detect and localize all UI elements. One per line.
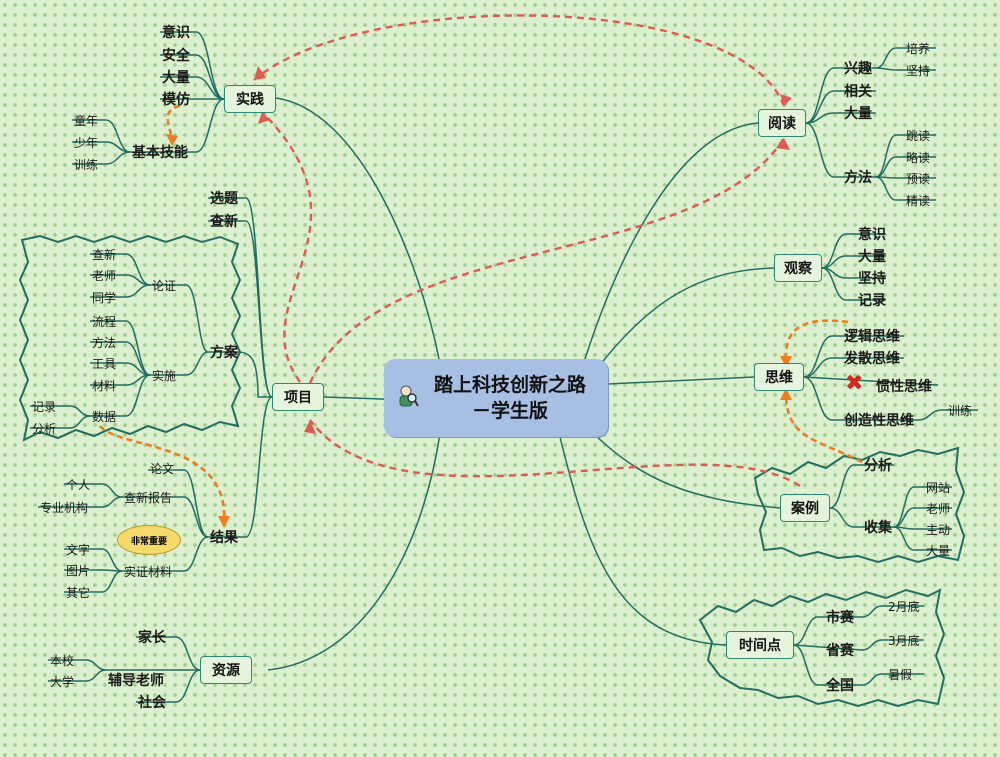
relation-yuedu-shijian (253, 14, 786, 107)
topic-yuedu[interactable]: 阅读 (758, 109, 806, 137)
fangan-shishi[interactable]: 实施 (152, 369, 177, 383)
teacher-item-daxue[interactable]: 大学 (50, 675, 75, 689)
relation-mofang-jineng (166, 104, 181, 141)
cailiao-item-qita[interactable]: 其它 (66, 586, 91, 600)
xiangmu-item-fangan[interactable]: 方案 (210, 345, 238, 361)
method-item-luedu[interactable]: 略读 (906, 151, 931, 165)
relation-shuju-jieguo (99, 425, 226, 521)
skill-item-shaonian[interactable]: 少年 (74, 136, 99, 150)
ziyuan-item-fudaolaoshi[interactable]: 辅导老师 (108, 673, 164, 689)
date-quanguo: 暑假 (888, 668, 913, 682)
collect-item-laoshi[interactable]: 老师 (926, 502, 951, 516)
relation-xiangmu-yuedu (308, 137, 786, 384)
shijian-item-jibenjineng[interactable]: 基本技能 (132, 145, 188, 161)
topic-ziyuan[interactable]: 资源 (200, 656, 252, 684)
cailiao-item-wenzi[interactable]: 文字 (66, 543, 91, 557)
shishi-item-liucheng[interactable]: 流程 (92, 315, 117, 329)
central-topic-title: 踏上科技创新之路－学生版 (433, 374, 586, 422)
lunzheng-item-tongxue[interactable]: 同学 (92, 291, 117, 305)
collect-item-wangzhan[interactable]: 网站 (926, 481, 951, 495)
shishi-item-gongju[interactable]: 工具 (92, 357, 117, 371)
jieguo-lunwen[interactable]: 论文 (150, 462, 175, 476)
skill-item-xunlian[interactable]: 训练 (74, 158, 99, 172)
baogao-item-geren[interactable]: 个人 (66, 478, 91, 492)
cailiao-item-tupian[interactable]: 图片 (66, 564, 91, 578)
boundary-fangan (18, 234, 242, 442)
topic-siwei[interactable]: 思维 (754, 363, 804, 391)
ziyuan-item-shehui[interactable]: 社会 (138, 695, 166, 711)
guancha-item-yishi[interactable]: 意识 (858, 227, 886, 243)
xiangmu-item-chaxin[interactable]: 查新 (210, 214, 238, 230)
guancha-item-jianchi[interactable]: 坚持 (858, 271, 886, 287)
relation-anli-siwei (784, 393, 863, 464)
anli-item-shouji[interactable]: 收集 (864, 520, 892, 536)
yuedu-item-xingqu[interactable]: 兴趣 (844, 61, 872, 77)
boundary-shijiandian (698, 588, 946, 708)
lunzheng-item-laoshi[interactable]: 老师 (92, 269, 117, 283)
relation-anli-xiangmu (309, 419, 801, 488)
shijian-item-yishi[interactable]: 意识 (162, 25, 190, 41)
collect-item-zhudong[interactable]: 主动 (926, 523, 951, 537)
important-note-callout: 非常重要 (117, 525, 181, 555)
boundary-anli (753, 446, 966, 564)
siwei-xunlian[interactable]: 训练 (948, 404, 973, 418)
method-item-jingdu[interactable]: 精读 (906, 194, 931, 208)
shijian-item-daliang[interactable]: 大量 (162, 70, 190, 86)
siwei-item-guanxing[interactable]: 惯性思维 (876, 379, 932, 395)
xiangmu-item-xuanti[interactable]: 选题 (210, 191, 238, 207)
siwei-item-chuangzao[interactable]: 创造性思维 (844, 413, 914, 429)
topic-anli[interactable]: 案例 (780, 494, 830, 522)
stage-item-quanguo[interactable]: 全国 (826, 678, 854, 694)
anli-item-fenxi[interactable]: 分析 (864, 458, 892, 474)
method-item-yudu[interactable]: 预读 (906, 172, 931, 186)
method-item-tiaodu[interactable]: 跳读 (906, 129, 931, 143)
relation-xiangmu-shijian (261, 111, 313, 383)
yuedu-item-xiangguan[interactable]: 相关 (844, 84, 872, 100)
siwei-item-luoji[interactable]: 逻辑思维 (844, 329, 900, 345)
lunzheng-item-chaxin[interactable]: 查新 (92, 248, 117, 262)
siwei-item-fasan[interactable]: 发散思维 (844, 351, 900, 367)
interest-item-peiyang[interactable]: 培养 (906, 42, 931, 56)
topic-xiangmu[interactable]: 项目 (272, 383, 324, 411)
collect-item-daliang[interactable]: 大量 (926, 544, 951, 558)
stage-item-shengsai[interactable]: 省赛 (826, 643, 854, 659)
date-shisai: 2月底 (888, 600, 920, 614)
yuedu-item-fangfa[interactable]: 方法 (844, 170, 872, 186)
date-shengsai: 3月底 (888, 634, 920, 648)
guancha-item-daliang[interactable]: 大量 (858, 249, 886, 265)
topic-shijian[interactable]: 实践 (224, 85, 276, 113)
shijian-item-anquan[interactable]: 安全 (162, 48, 190, 64)
relation-guancha-siwei (784, 319, 849, 363)
skill-item-tongnian[interactable]: 童年 (74, 114, 99, 128)
shishi-item-shuju[interactable]: 数据 (92, 410, 117, 424)
teacher-item-benxiao[interactable]: 本校 (50, 654, 75, 668)
topic-guancha[interactable]: 观察 (774, 254, 822, 282)
jieguo-chaxinbaogao[interactable]: 查新报告 (124, 491, 173, 505)
cross-icon: ✖ (845, 371, 864, 396)
person-magnifier-icon (397, 383, 419, 413)
baogao-item-zhuanyejigou[interactable]: 专业机构 (40, 501, 89, 515)
topic-shijiandian[interactable]: 时间点 (726, 631, 794, 659)
guancha-item-jilu[interactable]: 记录 (858, 293, 886, 309)
central-topic[interactable]: 踏上科技创新之路－学生版 (384, 359, 608, 437)
shuju-item-jilu[interactable]: 记录 (32, 400, 57, 414)
shishi-item-fangfa[interactable]: 方法 (92, 336, 117, 350)
shuju-item-fenxi[interactable]: 分析 (32, 422, 57, 436)
ziyuan-item-jiazhang[interactable]: 家长 (138, 630, 166, 646)
xiangmu-item-jieguo[interactable]: 结果 (210, 530, 238, 546)
shijian-item-mofang[interactable]: 模仿 (162, 92, 190, 108)
stage-item-shisai[interactable]: 市赛 (826, 610, 854, 626)
shishi-item-cailiao[interactable]: 材料 (92, 379, 117, 393)
yuedu-item-daliang[interactable]: 大量 (844, 106, 872, 122)
jieguo-shizhengcailiao[interactable]: 实证材料 (124, 565, 173, 579)
fangan-lunzheng[interactable]: 论证 (152, 279, 177, 293)
interest-item-jianchi[interactable]: 坚持 (906, 64, 931, 78)
